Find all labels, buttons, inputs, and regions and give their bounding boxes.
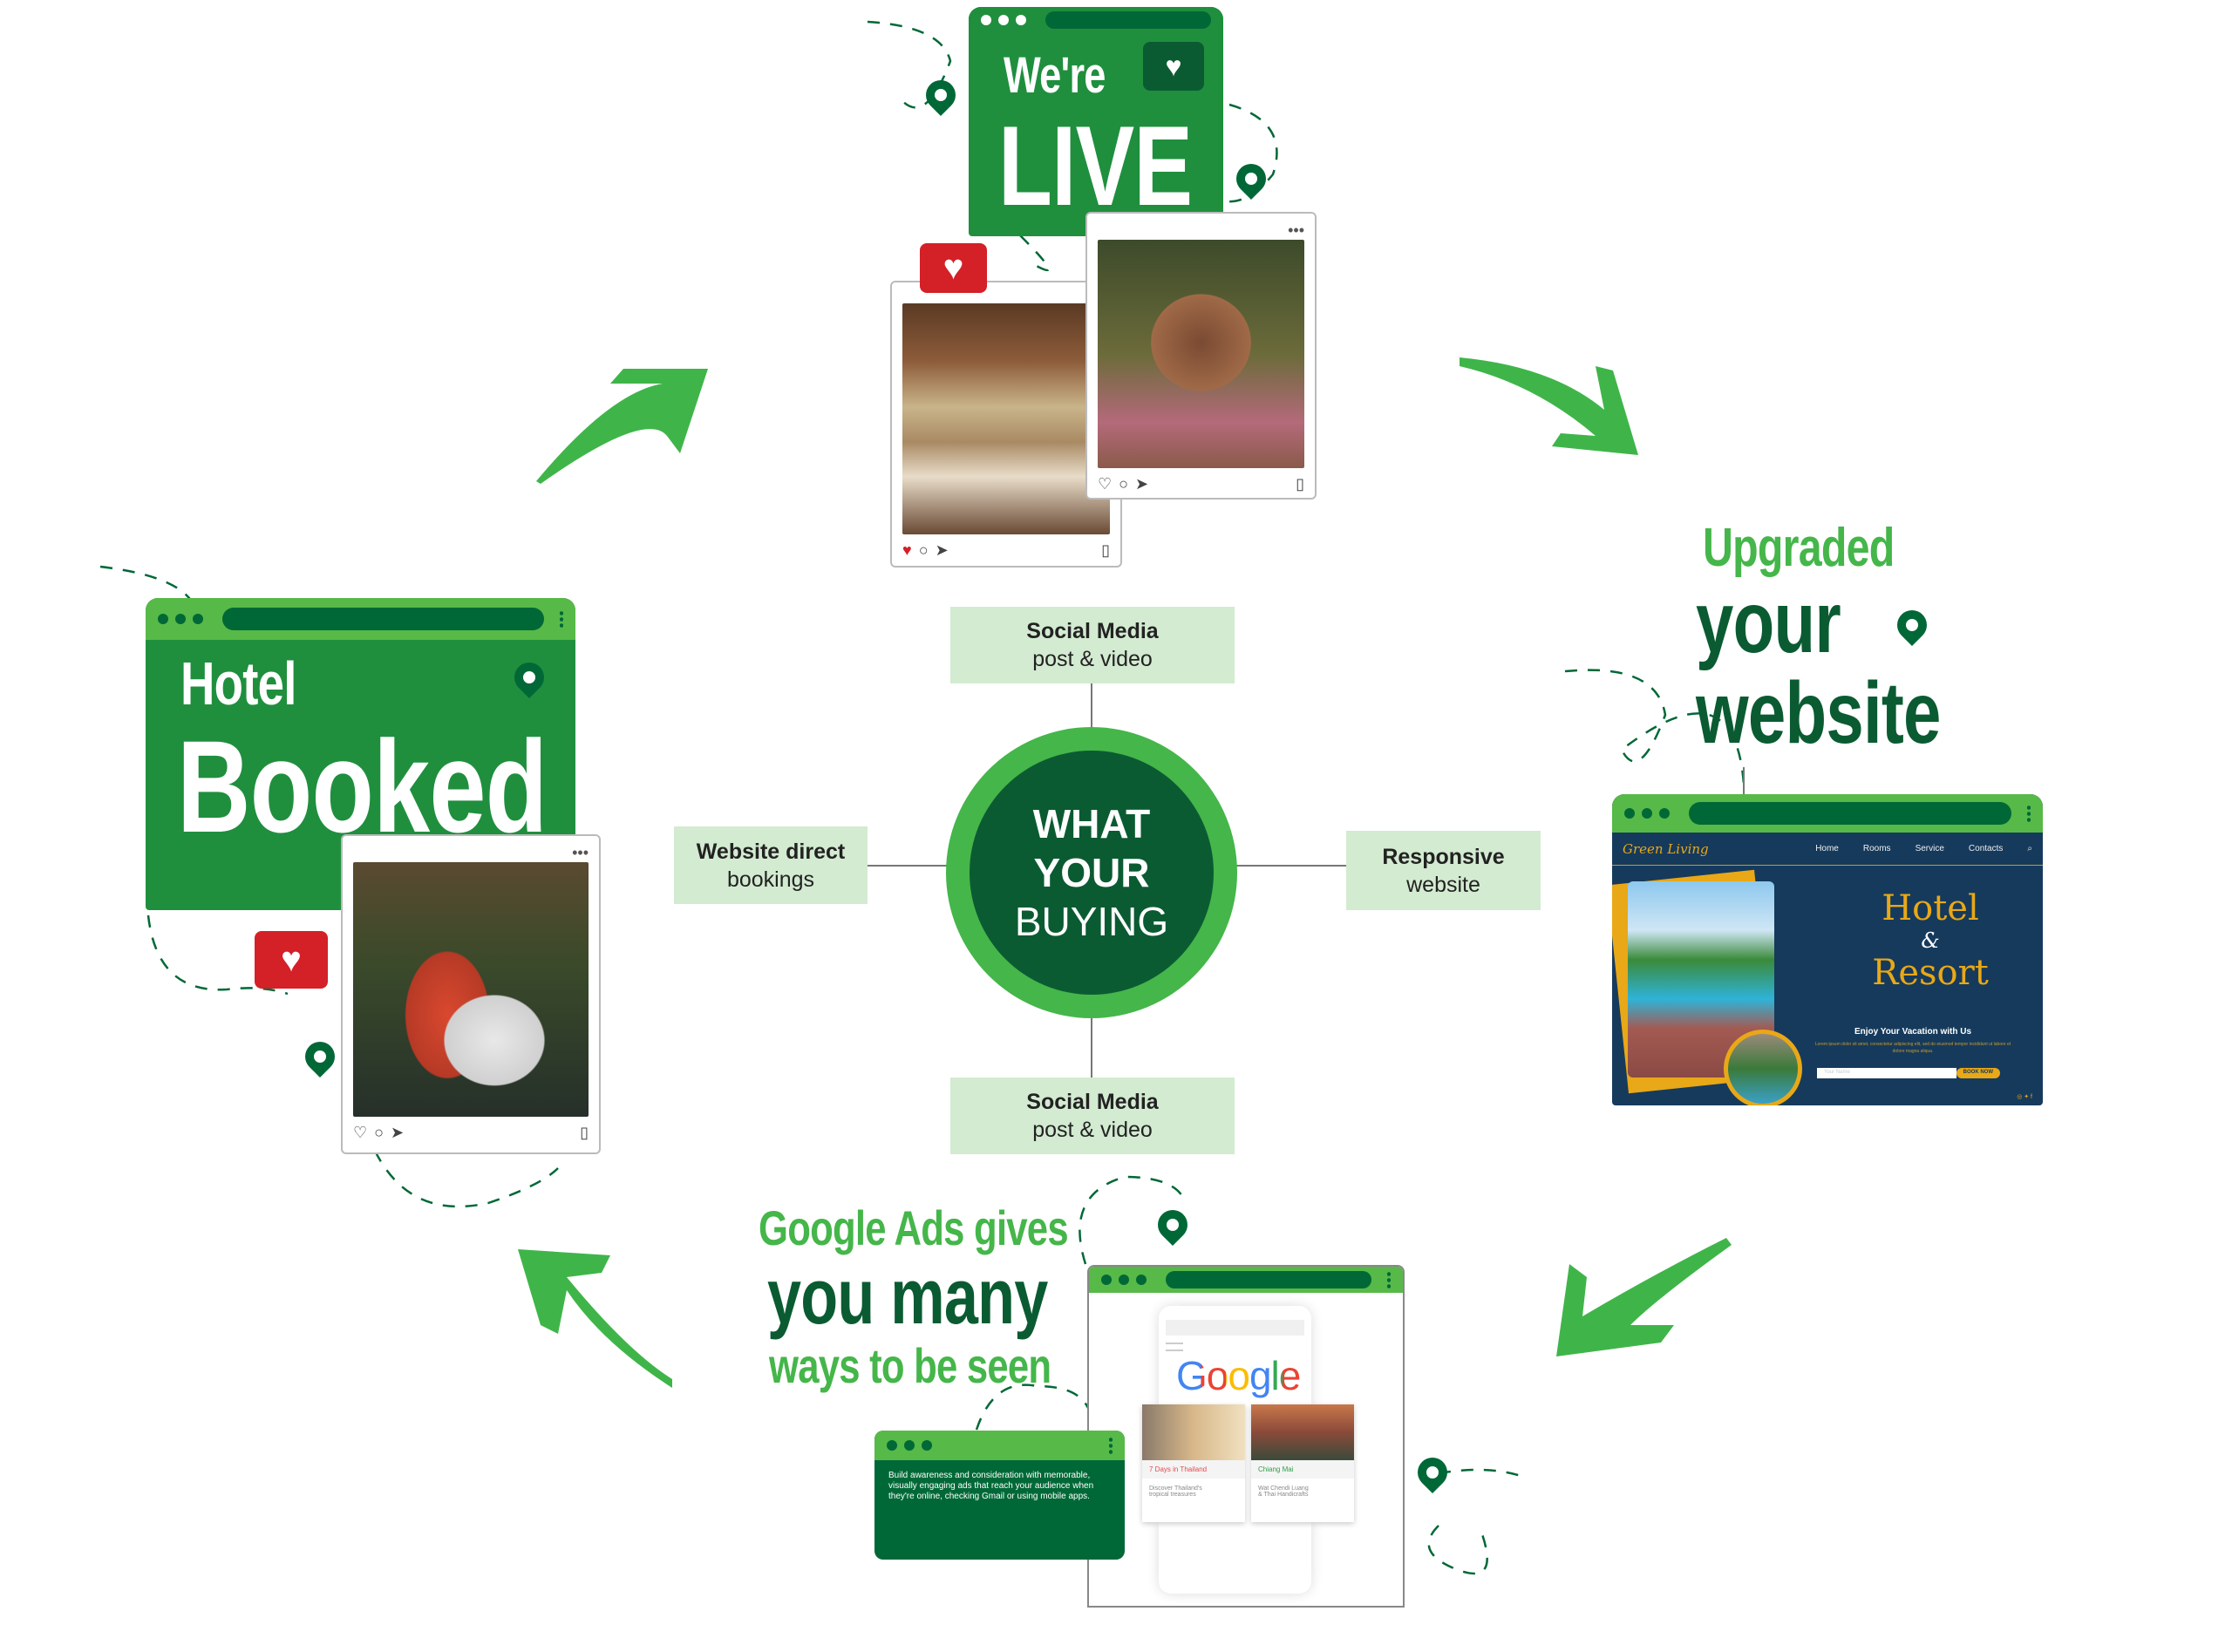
woman-hat-photo — [1098, 240, 1304, 468]
ad-card[interactable]: 7 Days in Thailand Discover Thailand's t… — [1142, 1404, 1245, 1522]
heart-notification-icon: ♥ — [920, 243, 987, 293]
woman-laptop-photo — [353, 862, 589, 1117]
resort-title: Resort — [1872, 953, 1989, 993]
google-ads-line-2: you many — [767, 1254, 1048, 1341]
label-title: Social Media — [1026, 1090, 1159, 1114]
tagline: Enjoy Your Vacation with Us — [1854, 1027, 1972, 1037]
upgraded-line-2: your — [1696, 574, 1841, 671]
like-icon[interactable]: ♥ — [902, 541, 912, 559]
nav-contacts[interactable]: Contacts — [1968, 844, 2004, 853]
bookmark-icon[interactable]: ▯ — [1296, 475, 1304, 493]
book-now-button[interactable]: BOOK NOW — [1956, 1068, 2000, 1078]
more-options-icon[interactable]: ••• — [572, 844, 589, 861]
ads-description: Build awareness and consideration with m… — [888, 1471, 1094, 1501]
center-line-1: WHAT — [1032, 801, 1151, 846]
share-icon[interactable]: ➤ — [391, 1124, 405, 1141]
center-circle: WHAT YOUR BUYING — [946, 727, 1237, 1018]
upgraded-line-3: website — [1696, 664, 1941, 762]
google-logo-text: Google — [1176, 1353, 1301, 1398]
search-icon[interactable]: ⌕ — [2027, 844, 2032, 853]
hotel-website-window: Green Living Home Rooms Service Contacts… — [1612, 794, 2043, 1105]
google-ads-heading: Google Ads gives you many ways to be see… — [759, 1201, 1072, 1393]
villa-photo — [1724, 1030, 1802, 1105]
google-window: Google 7 Days in Thailand Discover Thail… — [1087, 1265, 1405, 1608]
thailand-photo — [1142, 1404, 1245, 1460]
comment-icon[interactable]: ○ — [918, 541, 929, 559]
name-input[interactable]: Your Name — [1817, 1068, 1956, 1078]
label-sub: website — [1406, 872, 1480, 897]
ad-card[interactable]: Chiang Mai Wat Chendi Luang & Thai Handi… — [1251, 1404, 1354, 1522]
arrow-up-right — [536, 369, 708, 484]
label-sub: bookings — [726, 867, 815, 892]
live-window: We're LIVE ♥ — [969, 7, 1223, 236]
body-text: Lorem ipsum dolor sit amet, consectetur … — [1814, 1042, 2011, 1054]
comment-icon[interactable]: ○ — [374, 1124, 384, 1141]
label-title: Responsive — [1382, 844, 1505, 869]
nav-service[interactable]: Service — [1915, 844, 1944, 853]
nav-rooms[interactable]: Rooms — [1862, 844, 1891, 853]
label-social-media-top: Social Media post & video — [950, 607, 1235, 683]
ads-description-window: Build awareness and consideration with m… — [874, 1431, 1125, 1560]
google-ads-line-3: ways to be seen — [769, 1338, 1051, 1393]
site-logo[interactable]: Green Living — [1623, 840, 1709, 857]
live-line-1: We're — [1004, 47, 1106, 104]
label-responsive-website: Responsive website — [1346, 831, 1541, 910]
label-title: Website direct — [696, 839, 846, 864]
ad-card-desc: Wat Chendi Luang & Thai Handicrafts — [1258, 1485, 1309, 1498]
cycle-arrows — [518, 357, 1732, 1388]
google-ads-line-1: Google Ads gives — [759, 1200, 1069, 1255]
heart-icon: ♥ — [1143, 42, 1204, 91]
upgraded-line-1: Upgraded — [1703, 518, 1895, 578]
ad-card-title: Chiang Mai — [1251, 1460, 1354, 1479]
arrow-down-right — [1460, 357, 1638, 455]
arrow-up-left — [518, 1249, 672, 1388]
bedroom-photo — [902, 303, 1110, 534]
social-icons[interactable]: ◎ ✦ f — [2017, 1094, 2032, 1100]
social-post-woman-laptop: ••• ♡ ○ ➤ ▯ — [341, 834, 601, 1154]
google-logo: Google — [1176, 1352, 1301, 1399]
label-sub: post & video — [1032, 1118, 1153, 1142]
bookmark-icon[interactable]: ▯ — [580, 1124, 589, 1141]
more-options-icon[interactable]: ••• — [1288, 221, 1304, 239]
like-icon[interactable]: ♡ — [1098, 475, 1113, 493]
comment-icon[interactable]: ○ — [1119, 475, 1129, 493]
arrow-down-left — [1556, 1238, 1732, 1356]
center-line-2: YOUR — [1033, 850, 1150, 895]
label-sub: post & video — [1032, 647, 1153, 671]
ad-card-title: 7 Days in Thailand — [1142, 1460, 1245, 1479]
booked-line-2: Booked — [177, 713, 548, 860]
social-post-bedroom: ♥ ○ ➤ ▯ — [890, 281, 1122, 568]
bookmark-icon[interactable]: ▯ — [1101, 541, 1110, 559]
label-social-media-bottom: Social Media post & video — [950, 1078, 1235, 1154]
center-line-3: BUYING — [1014, 899, 1169, 944]
hotel-title: Hotel — [1882, 888, 1979, 928]
share-icon[interactable]: ➤ — [935, 541, 949, 559]
nav-home[interactable]: Home — [1815, 844, 1839, 853]
ad-card-desc: Discover Thailand's tropical treasures — [1149, 1485, 1202, 1498]
chiang-mai-photo — [1251, 1404, 1354, 1460]
social-post-woman-hat: ••• ♡ ○ ➤ ▯ — [1085, 212, 1317, 500]
share-icon[interactable]: ➤ — [1135, 475, 1149, 493]
like-icon[interactable]: ♡ — [353, 1124, 368, 1141]
ampersand: & — [1921, 928, 1940, 953]
label-website-direct-bookings: Website direct bookings — [674, 826, 868, 904]
menu-icon[interactable] — [1166, 1343, 1183, 1351]
booked-line-1: Hotel — [180, 649, 296, 717]
heart-notification-icon: ♥ — [255, 931, 328, 989]
upgraded-heading: Upgraded your website — [1696, 518, 1984, 762]
live-line-2: LIVE — [998, 102, 1193, 229]
label-title: Social Media — [1026, 619, 1159, 643]
